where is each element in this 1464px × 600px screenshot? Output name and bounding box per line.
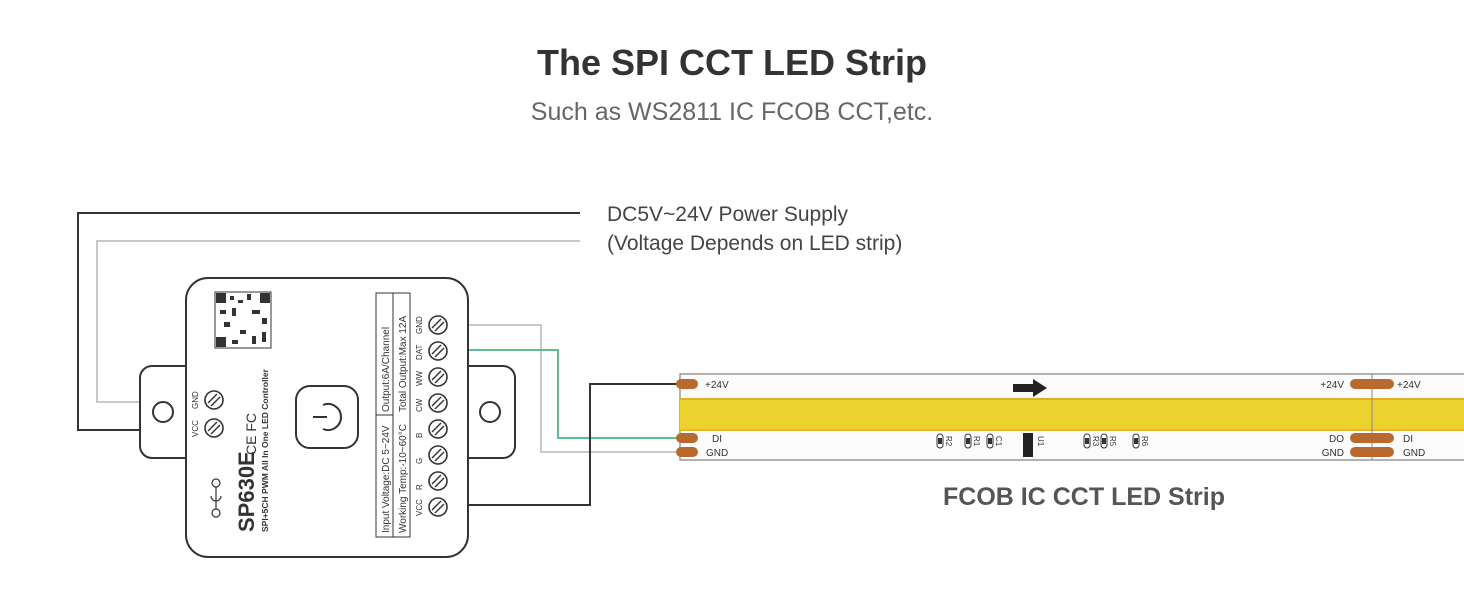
pad-label: +24V xyxy=(1397,380,1421,391)
component-r3: R3 xyxy=(1083,433,1100,449)
component-label: R3 xyxy=(1091,436,1100,447)
terminal-label: B xyxy=(415,433,424,438)
page-subtitle: Such as WS2811 IC FCOB CCT,etc. xyxy=(530,98,934,126)
strip-label: FCOB IC CCT LED Strip xyxy=(943,483,1225,511)
output-terminal-b[interactable]: B xyxy=(415,419,448,439)
component-r5: R5 xyxy=(1100,433,1117,449)
component-label: R1 xyxy=(972,436,981,447)
terminal-label: GND xyxy=(415,316,424,334)
cob-light-band xyxy=(680,398,1464,431)
output-terminal-r[interactable]: R xyxy=(415,471,448,491)
controller: Output:6A/Channel Total Output:Max 12A I… xyxy=(139,277,516,558)
pad-label: GND xyxy=(1322,448,1344,459)
gnd-wire xyxy=(445,324,690,453)
component-label: U1 xyxy=(1036,436,1045,447)
dc-polarity-icon xyxy=(210,478,222,518)
mount-hole-icon xyxy=(152,401,174,423)
pad-label: DI xyxy=(712,434,722,445)
page-title: The SPI CCT LED Strip xyxy=(536,42,928,83)
terminal-label: WW xyxy=(415,370,424,386)
power-note: (Voltage Depends on LED strip) xyxy=(607,232,902,255)
component-u1: U1 xyxy=(1023,433,1045,457)
spec-input-voltage: Input Voltage:DC 5~24V xyxy=(381,425,392,533)
cert-marks: CE FC xyxy=(243,413,259,455)
component-r6: R6 xyxy=(1132,433,1149,449)
terminal-label: G xyxy=(415,458,424,464)
component-label: R5 xyxy=(1108,436,1117,447)
power-icon xyxy=(322,403,342,431)
component-label: C1 xyxy=(994,436,1003,447)
pad-label: GND xyxy=(706,448,728,459)
model-name: SP630E xyxy=(234,451,259,532)
output-terminal-vcc[interactable]: VCC xyxy=(415,497,448,517)
component-r2: R2 xyxy=(936,433,953,449)
output-terminal-cw[interactable]: CW xyxy=(415,393,448,413)
spec-output: Output:6A/Channel xyxy=(381,327,392,412)
terminal-label: R xyxy=(415,484,424,490)
solder-pad-cut xyxy=(1350,447,1394,457)
terminal-label: CW xyxy=(415,398,424,412)
input-terminal-vcc[interactable]: VCC xyxy=(191,418,224,438)
terminal-label: VCC xyxy=(191,420,200,437)
pad-label: +24V xyxy=(705,380,729,391)
solder-pad-di xyxy=(676,433,698,443)
solder-pad-cut xyxy=(1350,379,1394,389)
spec-working-temp: Working Temp:-10~60°C xyxy=(398,424,409,533)
output-terminal-gnd[interactable]: GND xyxy=(415,315,448,335)
component-label: R6 xyxy=(1140,436,1149,447)
pad-label: DO xyxy=(1329,434,1344,445)
data-wire xyxy=(445,349,690,439)
model-description: SPI+5CH PWM All In One LED Controller xyxy=(260,368,270,532)
output-terminal-ww[interactable]: WW xyxy=(415,367,448,387)
solder-pad-gnd xyxy=(676,447,698,457)
pad-label: +24V xyxy=(1320,380,1344,391)
data-direction-arrow-icon xyxy=(1013,379,1047,397)
pad-label: GND xyxy=(1403,448,1425,459)
component-c1: C1 xyxy=(986,433,1003,449)
component-label: R2 xyxy=(944,436,953,447)
vcc-wire xyxy=(445,383,690,506)
output-terminal-dat[interactable]: DAT xyxy=(415,341,448,361)
solder-pad-24v xyxy=(676,379,698,389)
qr-code-icon xyxy=(214,291,272,349)
power-button[interactable] xyxy=(295,385,359,449)
terminal-label: GND xyxy=(191,391,200,409)
solder-pad-cut xyxy=(1350,433,1394,443)
led-strip: +24V DI GND +24V +24V DO DI GND GND R2 R1 C1 U1 R3 R5… xyxy=(676,373,1464,461)
power-label: DC5V~24V Power Supply xyxy=(607,203,849,226)
component-r1: R1 xyxy=(964,433,981,449)
terminal-label: VCC xyxy=(415,499,424,516)
input-terminal-gnd[interactable]: GND xyxy=(191,390,224,410)
output-terminal-g[interactable]: G xyxy=(415,445,448,465)
terminal-label: DAT xyxy=(415,344,424,360)
pad-label: DI xyxy=(1403,434,1413,445)
mount-hole-icon xyxy=(479,401,501,423)
spec-total-output: Total Output:Max 12A xyxy=(398,316,409,412)
